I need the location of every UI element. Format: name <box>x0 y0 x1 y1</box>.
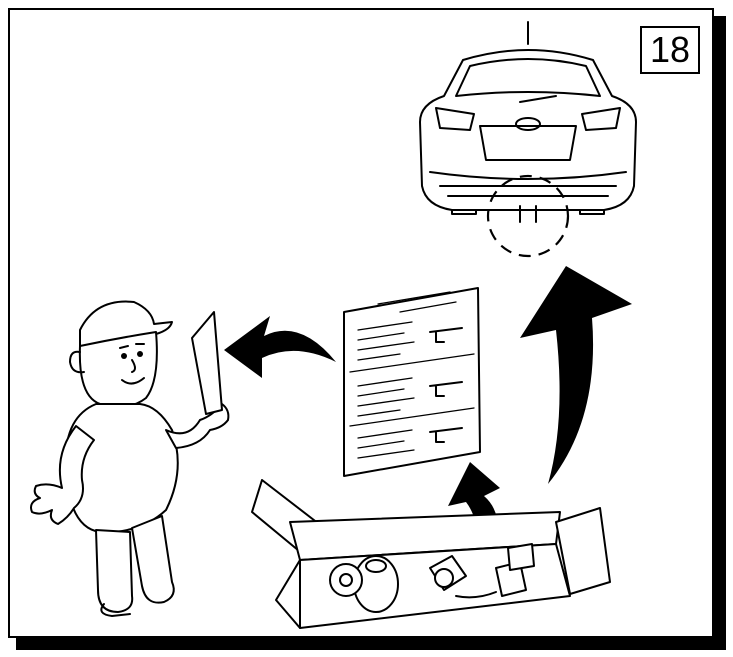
instruction-sheet-icon <box>344 288 480 476</box>
mechanic-icon <box>31 302 228 616</box>
curved-arrow-icon-to-mechanic <box>224 316 336 378</box>
car-rear-icon <box>420 22 636 256</box>
parts-box-icon <box>252 480 610 628</box>
curved-arrow-icon-to-car <box>520 266 632 484</box>
